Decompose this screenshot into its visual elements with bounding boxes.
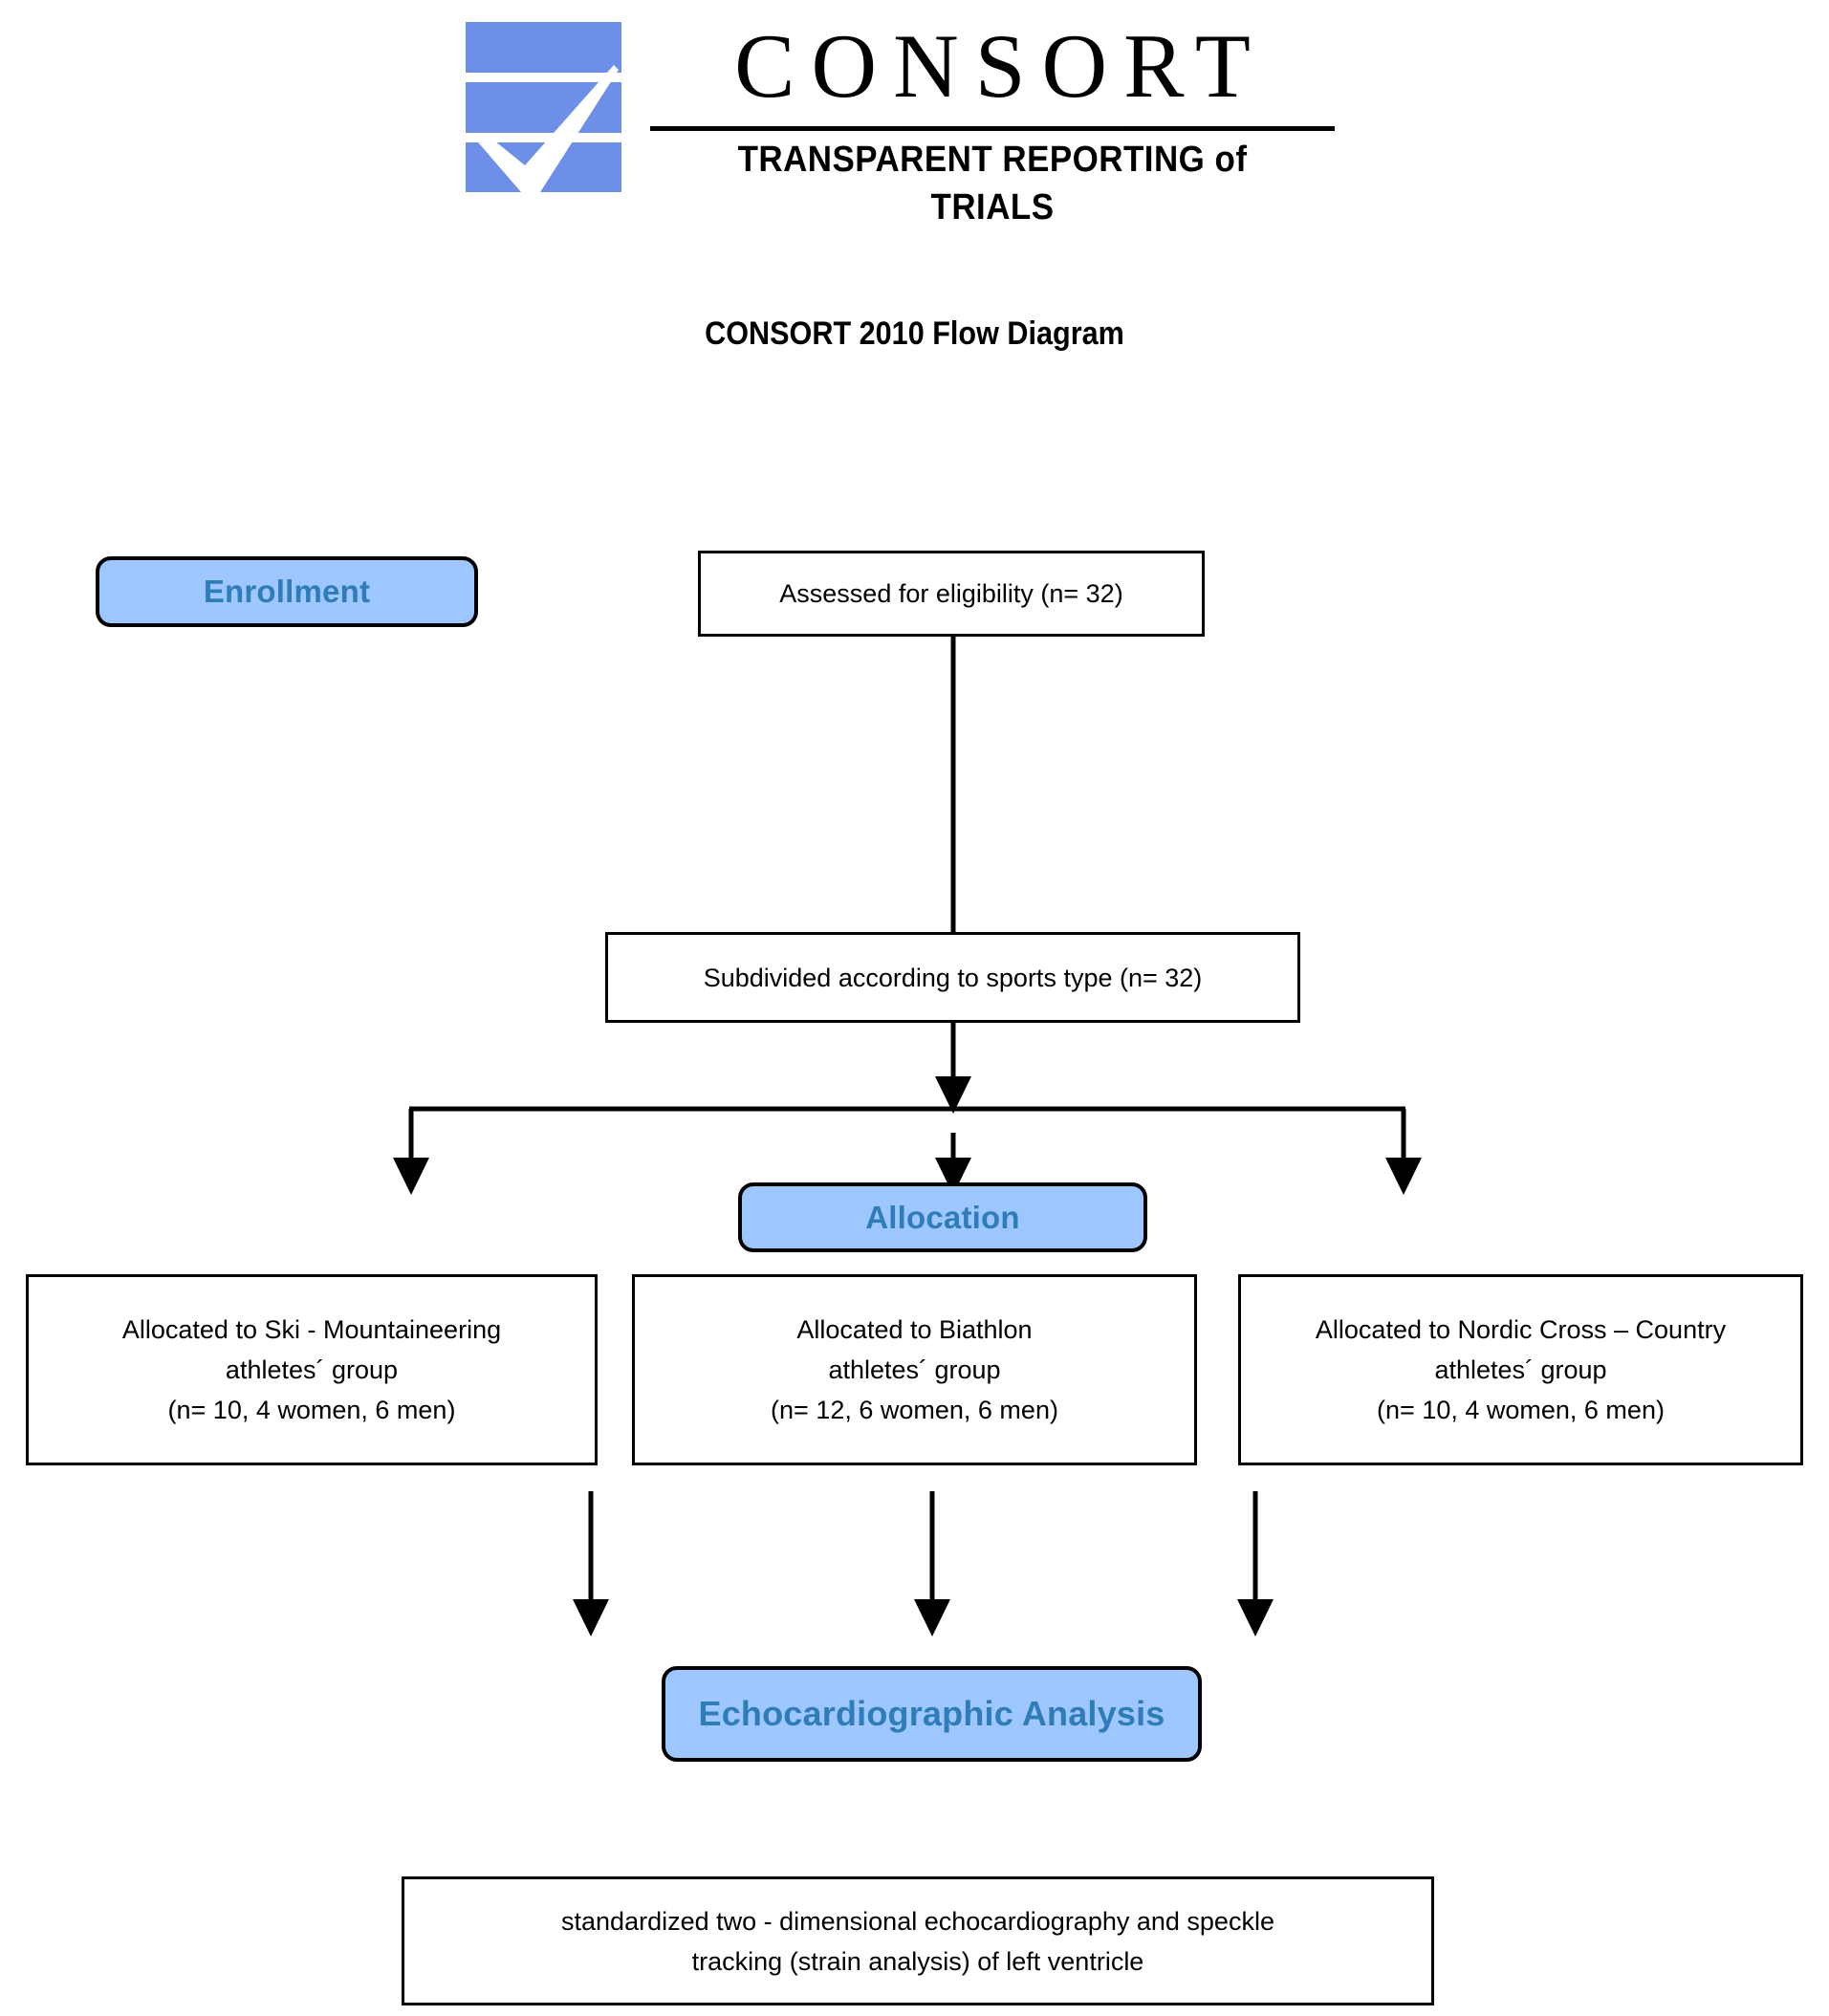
arrowhead-split-left — [393, 1158, 429, 1195]
stage-badge-enrollment[interactable]: Enrollment — [96, 556, 478, 627]
stage-badge-allocation[interactable]: Allocation — [738, 1182, 1147, 1252]
node-allocated-biathlon[interactable]: Allocated to Biathlon athletes´ group (n… — [632, 1274, 1197, 1465]
node-allocated-nordic-line2: athletes´ group — [1434, 1355, 1607, 1384]
consort-wordmark: CONSORT TRANSPARENT REPORTING of TRIALS — [650, 13, 1335, 228]
consort-logo: CONSORT TRANSPARENT REPORTING of TRIALS — [466, 13, 1336, 228]
node-assessed-for-eligibility-text: Assessed for eligibility (n= 32) — [779, 579, 1123, 608]
node-subdivided-by-sports-type-text: Subdivided according to sports type (n= … — [703, 963, 1203, 992]
node-allocated-ski-line1: Allocated to Ski - Mountaineering — [121, 1315, 502, 1344]
node-allocated-biathlon-line2: athletes´ group — [828, 1355, 1001, 1384]
consort-tagline: TRANSPARENT REPORTING of TRIALS — [737, 140, 1248, 228]
arrowhead-split-right — [1385, 1158, 1422, 1195]
node-allocated-nordic-line3: (n= 10, 4 women, 6 men) — [1377, 1396, 1665, 1424]
node-standardized-line1: standardized two - dimensional echocardi… — [561, 1906, 1274, 1936]
stage-badge-allocation-label: Allocation — [865, 1199, 1020, 1235]
stage-badge-enrollment-label: Enrollment — [203, 574, 371, 609]
node-standardized-echocardiography[interactable]: standardized two - dimensional echocardi… — [402, 1876, 1434, 2005]
stage-badge-echocardiographic-analysis[interactable]: Echocardiographic Analysis — [662, 1666, 1202, 1762]
consort-checkmark-logo-icon — [466, 22, 621, 192]
node-allocated-nordic-line1: Allocated to Nordic Cross – Country — [1315, 1315, 1727, 1344]
arrowhead-subdivided-down — [935, 1076, 971, 1114]
node-allocated-nordic-cross-country[interactable]: Allocated to Nordic Cross – Country athl… — [1238, 1274, 1803, 1465]
node-assessed-for-eligibility[interactable]: Assessed for eligibility (n= 32) — [698, 551, 1205, 637]
consort-wordmark-text: CONSORT — [734, 15, 1267, 117]
node-subdivided-by-sports-type[interactable]: Subdivided according to sports type (n= … — [605, 932, 1300, 1023]
node-allocated-ski-line3: (n= 10, 4 women, 6 men) — [167, 1396, 456, 1424]
node-allocated-ski-mountaineering[interactable]: Allocated to Ski - Mountaineering athlet… — [26, 1274, 598, 1465]
node-standardized-line2: tracking (strain analysis) of left ventr… — [691, 1946, 1144, 1976]
arrowhead-nordic-down — [1237, 1599, 1274, 1637]
consort-wordmark-rule — [650, 126, 1335, 131]
arrowhead-biathlon-down — [914, 1599, 950, 1637]
node-allocated-ski-line2: athletes´ group — [225, 1355, 399, 1384]
node-allocated-biathlon-line1: Allocated to Biathlon — [796, 1315, 1033, 1344]
stage-badge-echocardiographic-analysis-label: Echocardiographic Analysis — [698, 1694, 1165, 1733]
arrowhead-ski-down — [573, 1599, 609, 1637]
node-allocated-biathlon-line3: (n= 12, 6 women, 6 men) — [771, 1396, 1058, 1424]
page-title: CONSORT 2010 Flow Diagram — [705, 315, 1124, 352]
